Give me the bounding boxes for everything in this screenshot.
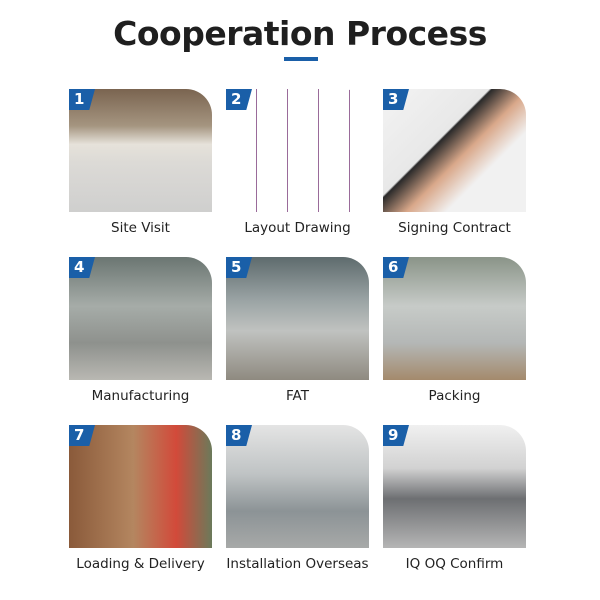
step-label: Layout Drawing (244, 220, 351, 236)
page-title: Cooperation Process (113, 14, 487, 53)
step-card-layout-drawing: 2 Layout Drawing (226, 89, 369, 236)
step-number-badge: 4 (69, 257, 95, 278)
step-label: Manufacturing (91, 388, 190, 404)
step-label: IQ OQ Confirm (405, 556, 504, 572)
step-label: Loading & Delivery (76, 556, 205, 572)
step-label: FAT (286, 388, 309, 404)
step-card-signing-contract: 3 Signing Contract (383, 89, 526, 236)
step-card-manufacturing: 4 Manufacturing (69, 257, 212, 404)
step-number-badge: 8 (226, 425, 252, 446)
step-number-badge: 2 (226, 89, 252, 110)
step-label: Site Visit (111, 220, 170, 236)
step-photo: 1 (69, 89, 212, 212)
step-label: Installation Overseas (226, 556, 369, 572)
step-photo: 4 (69, 257, 212, 380)
step-number-badge: 9 (383, 425, 409, 446)
step-photo: 5 (226, 257, 369, 380)
step-card-fat: 5 FAT (226, 257, 369, 404)
step-label: Packing (428, 388, 481, 404)
step-card-loading-delivery: 7 Loading & Delivery (69, 425, 212, 572)
step-photo: 3 (383, 89, 526, 212)
step-card-packing: 6 Packing (383, 257, 526, 404)
step-card-site-visit: 1 Site Visit (69, 89, 212, 236)
step-photo: 2 (226, 89, 369, 212)
step-photo: 8 (226, 425, 369, 548)
step-number-badge: 6 (383, 257, 409, 278)
step-number-badge: 5 (226, 257, 252, 278)
step-number-badge: 7 (69, 425, 95, 446)
step-number-badge: 1 (69, 89, 95, 110)
step-photo: 9 (383, 425, 526, 548)
step-card-installation-overseas: 8 Installation Overseas (226, 425, 369, 572)
step-label: Signing Contract (398, 220, 511, 236)
step-photo: 6 (383, 257, 526, 380)
step-number-badge: 3 (383, 89, 409, 110)
step-card-iq-oq-confirm: 9 IQ OQ Confirm (383, 425, 526, 572)
title-underline (284, 57, 318, 61)
step-photo: 7 (69, 425, 212, 548)
